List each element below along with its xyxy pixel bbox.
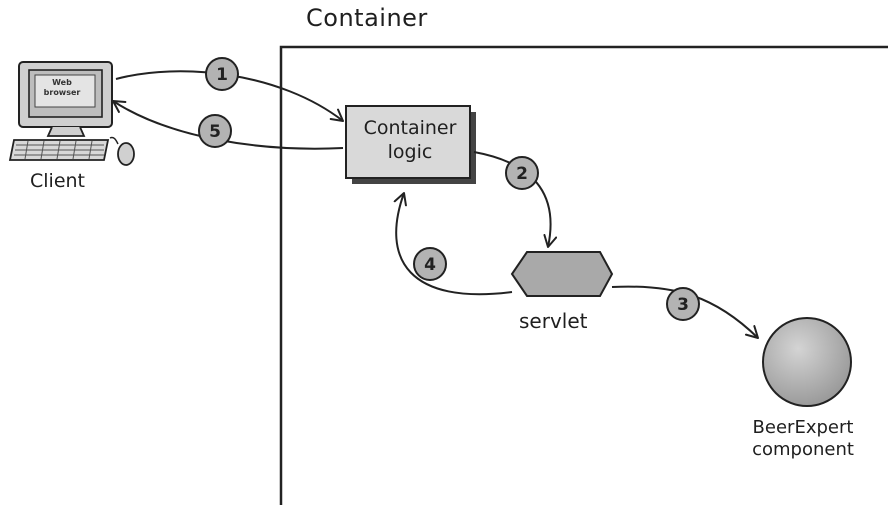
step-3-number: 3 (677, 295, 689, 315)
mouse-icon (109, 136, 135, 166)
step-2-number: 2 (516, 164, 528, 184)
step-5-marker: 5 (198, 114, 232, 148)
container-logic-label: Container logic (348, 116, 472, 164)
browser-text-line-1: Web (52, 78, 72, 87)
step-5-number: 5 (209, 122, 221, 142)
step-2-marker: 2 (505, 156, 539, 190)
container-logic-box (345, 105, 476, 184)
step-3-marker: 3 (666, 287, 700, 321)
step-4-number: 4 (424, 255, 436, 275)
container-logic-line-2: logic (387, 141, 433, 163)
container-logic-line-1: Container (363, 117, 457, 139)
step-1-number: 1 (216, 65, 228, 85)
beer-expert-component-shape (762, 317, 852, 407)
arrow-step-4 (393, 192, 513, 296)
beer-expert-label: BeerExpert component (728, 417, 878, 461)
servlet-shape (510, 251, 614, 297)
arrow-step-2 (473, 151, 558, 248)
client-computer-icon (8, 61, 135, 166)
beer-expert-line-1: BeerExpert (752, 417, 854, 438)
beer-expert-line-2: component (752, 439, 854, 460)
browser-text-line-2: browser (43, 88, 81, 97)
servlet-label: servlet (519, 309, 588, 333)
step-4-marker: 4 (413, 247, 447, 281)
step-1-marker: 1 (205, 57, 239, 91)
client-label: Client (30, 170, 86, 192)
web-browser-screen-text: Web browser (34, 78, 90, 98)
keyboard-icon (8, 139, 110, 161)
container-title: Container (306, 4, 428, 32)
container-boundary (279, 45, 888, 505)
